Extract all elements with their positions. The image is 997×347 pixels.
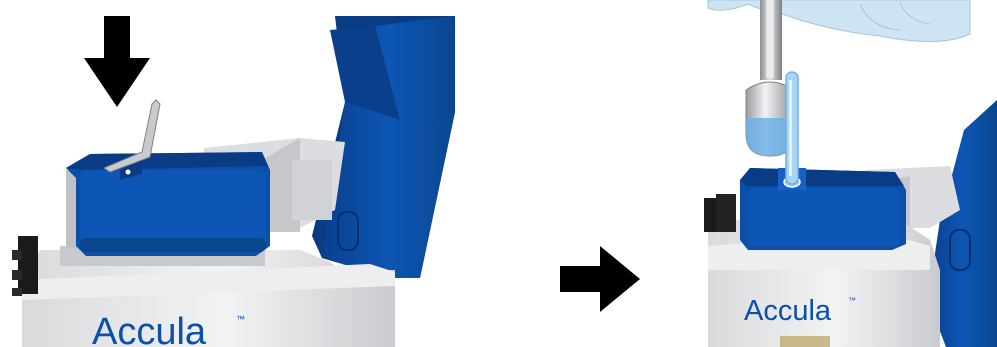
gloved-hand — [707, 0, 971, 42]
right-arrow-icon — [560, 246, 640, 312]
step-right-panel: Accula ™ — [704, 0, 997, 347]
dropper-pipette — [785, 71, 799, 185]
display-window — [780, 336, 830, 347]
brand-label-right: Accula — [744, 295, 832, 327]
test-cartridge — [66, 152, 270, 256]
hinge-block — [204, 138, 345, 232]
lever-arm — [102, 99, 161, 180]
brand-label-left: Accula — [92, 311, 207, 347]
side-button — [18, 236, 38, 294]
device-lid — [312, 16, 455, 278]
down-arrow-icon — [84, 16, 150, 107]
device-lid-right — [928, 100, 997, 347]
step-left-panel: Accula ™ — [12, 16, 455, 347]
sample-port — [125, 169, 131, 175]
lid-latch — [337, 211, 359, 251]
trademark-right: ™ — [848, 296, 856, 305]
sample-tube — [745, 0, 795, 157]
test-cartridge-right — [740, 168, 906, 250]
trademark-left: ™ — [236, 314, 245, 324]
